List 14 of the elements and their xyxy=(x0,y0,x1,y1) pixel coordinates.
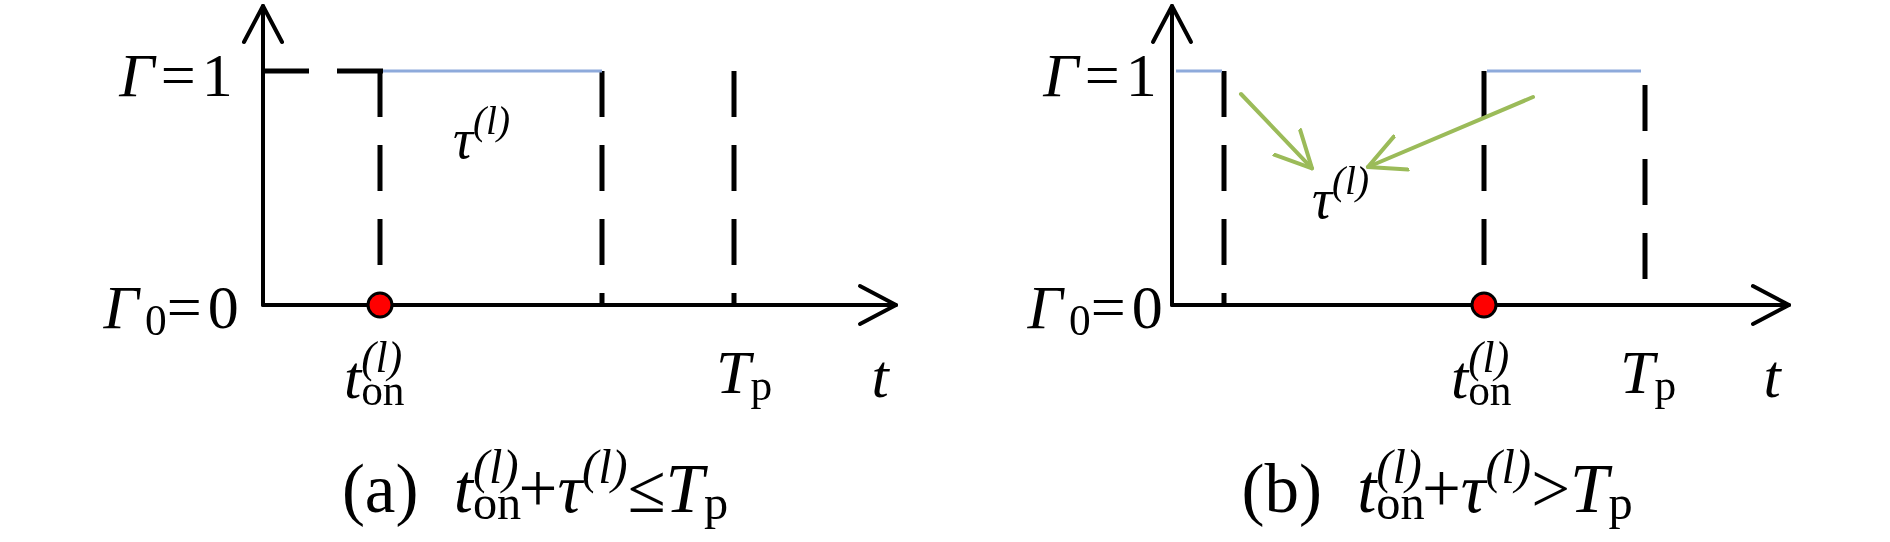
arrow xyxy=(1365,95,1535,172)
time-label: T$_{p}$ xyxy=(715,337,773,409)
axis-label: t xyxy=(871,341,889,412)
subfigure-caption: (b) t$_{on}$$^{(l)}$+τ$^{(l)}$>T$_{p}$ xyxy=(1241,450,1633,530)
level-label: Γ$_{0}$=0 xyxy=(103,272,245,344)
level-label: Γ=1 xyxy=(1043,40,1163,111)
duration-label: τ$^{(l)}$ xyxy=(1312,167,1370,232)
arrow xyxy=(1239,92,1314,171)
subfigure-caption: (a) t$_{on}$$^{(l)}$+τ$^{(l)}$≤T$_{p}$ xyxy=(341,450,729,530)
time-label: T$_{p}$ xyxy=(1619,337,1677,409)
level-label: Γ=1 xyxy=(119,40,239,111)
level-label: Γ$_{0}$=0 xyxy=(1027,272,1169,344)
duration-label: τ$^{(l)}$ xyxy=(453,107,511,172)
axis-label: t xyxy=(1763,341,1781,412)
